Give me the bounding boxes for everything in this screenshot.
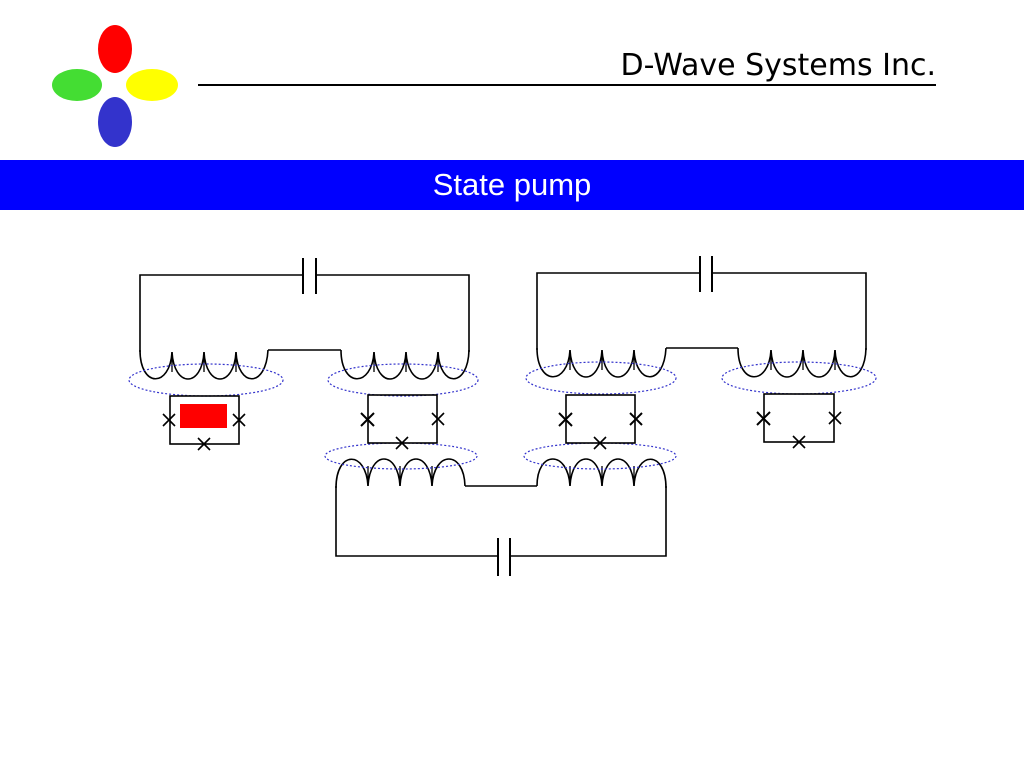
qubit-3 — [558, 394, 643, 450]
junction-icon — [197, 437, 211, 451]
qubit-1 — [162, 395, 246, 451]
qubit-4 — [756, 393, 842, 449]
coupler-2-right-coil — [737, 347, 867, 378]
flux-loop-1 — [128, 363, 284, 397]
logo-petal-yellow — [126, 69, 178, 101]
junction-icon — [360, 412, 375, 427]
slide-title: State pump — [432, 167, 592, 202]
company-name: D-Wave Systems Inc. — [620, 48, 936, 83]
junction-icon — [395, 436, 409, 450]
coupler-1 — [139, 258, 470, 380]
flux-loop-2 — [327, 363, 479, 397]
junction-icon — [828, 411, 842, 425]
qubit-2 — [360, 394, 445, 450]
coupler-3 — [335, 458, 667, 576]
junction-icon — [232, 413, 246, 427]
junction-icon — [558, 412, 573, 427]
coupler-1-right-coil — [340, 349, 470, 380]
d-wave-logo-icon — [52, 25, 178, 147]
logo-petal-blue — [98, 97, 132, 147]
active-state-marker — [180, 404, 227, 428]
flux-loop-5 — [324, 442, 478, 470]
flux-loop-6 — [523, 442, 677, 470]
junction-icon — [162, 413, 176, 427]
logo-petal-red — [98, 25, 132, 73]
header-divider — [198, 84, 936, 86]
logo-petal-green — [52, 69, 102, 101]
junction-icon — [593, 436, 607, 450]
title-band: State pump — [0, 160, 1024, 210]
flux-loop-3 — [525, 361, 677, 395]
junction-icon — [431, 412, 445, 426]
junction-icon — [629, 412, 643, 426]
coupler-2 — [536, 256, 867, 378]
junction-icon — [756, 411, 771, 426]
junction-icon — [792, 435, 806, 449]
